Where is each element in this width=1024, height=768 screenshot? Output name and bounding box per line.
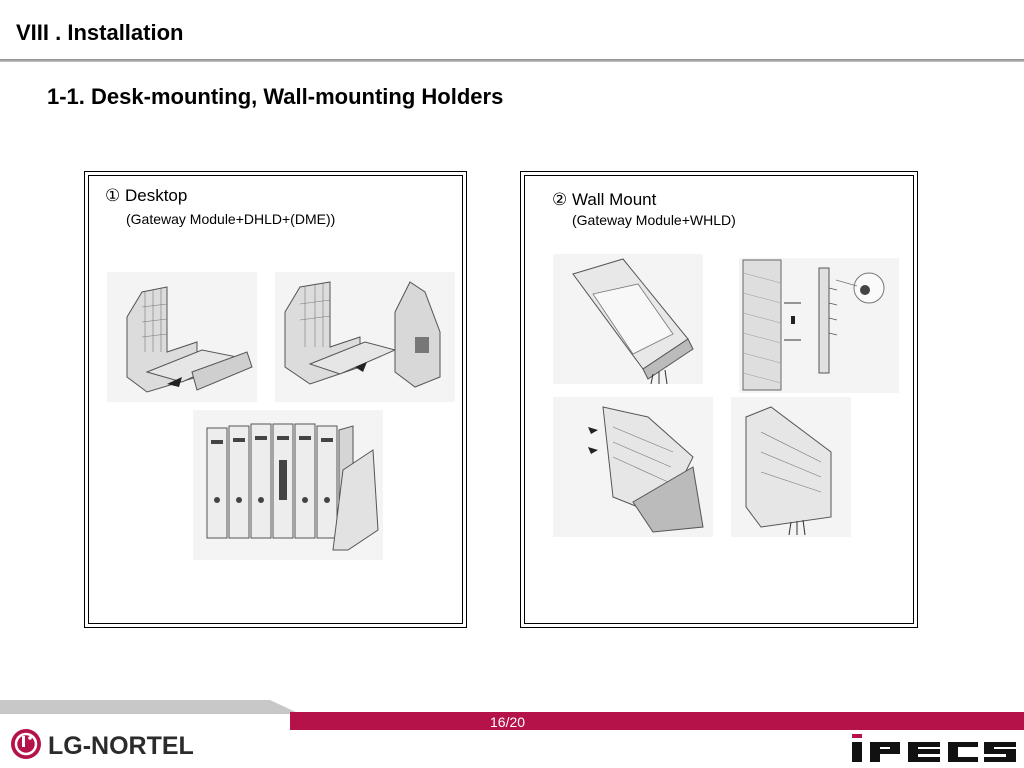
wall-mount-panel-inner-border xyxy=(524,175,914,624)
ipecs-logo xyxy=(852,734,1016,762)
wall-mount-panel: ② Wall Mount (Gateway Module+WHLD) xyxy=(520,171,918,628)
desktop-note: (Gateway Module+DHLD+(DME)) xyxy=(126,211,336,227)
svg-text:LG-NORTEL: LG-NORTEL xyxy=(48,732,194,760)
desktop-holder-illustration-2 xyxy=(275,272,455,402)
wall-mount-note: (Gateway Module+WHLD) xyxy=(572,212,736,228)
desktop-panel: ① Desktop (Gateway Module+DHLD+(DME)) xyxy=(84,171,467,628)
slide-subtitle: 1-1. Desk-mounting, Wall-mounting Holder… xyxy=(47,84,504,109)
desktop-holder-illustration-1 xyxy=(107,272,257,402)
desktop-assembled-gateway-illustration xyxy=(193,410,383,560)
page-number: 16/20 xyxy=(490,714,526,730)
desktop-panel-inner-border xyxy=(88,175,463,624)
wall-mount-installed-illustration xyxy=(731,397,851,537)
desktop-heading: ① Desktop xyxy=(105,186,188,205)
lg-nortel-logo: LG-NORTEL xyxy=(11,729,194,760)
wall-mount-tilt-illustration xyxy=(553,254,703,384)
section-title: VIII . Installation xyxy=(16,20,184,45)
footer-red-band xyxy=(290,712,1024,730)
wall-mount-bracket-illustration xyxy=(739,258,899,393)
wall-mount-insert-illustration xyxy=(553,397,713,537)
footer-gray-band xyxy=(0,700,300,714)
wall-mount-heading: ② Wall Mount xyxy=(552,190,657,209)
title-divider xyxy=(0,59,1024,62)
